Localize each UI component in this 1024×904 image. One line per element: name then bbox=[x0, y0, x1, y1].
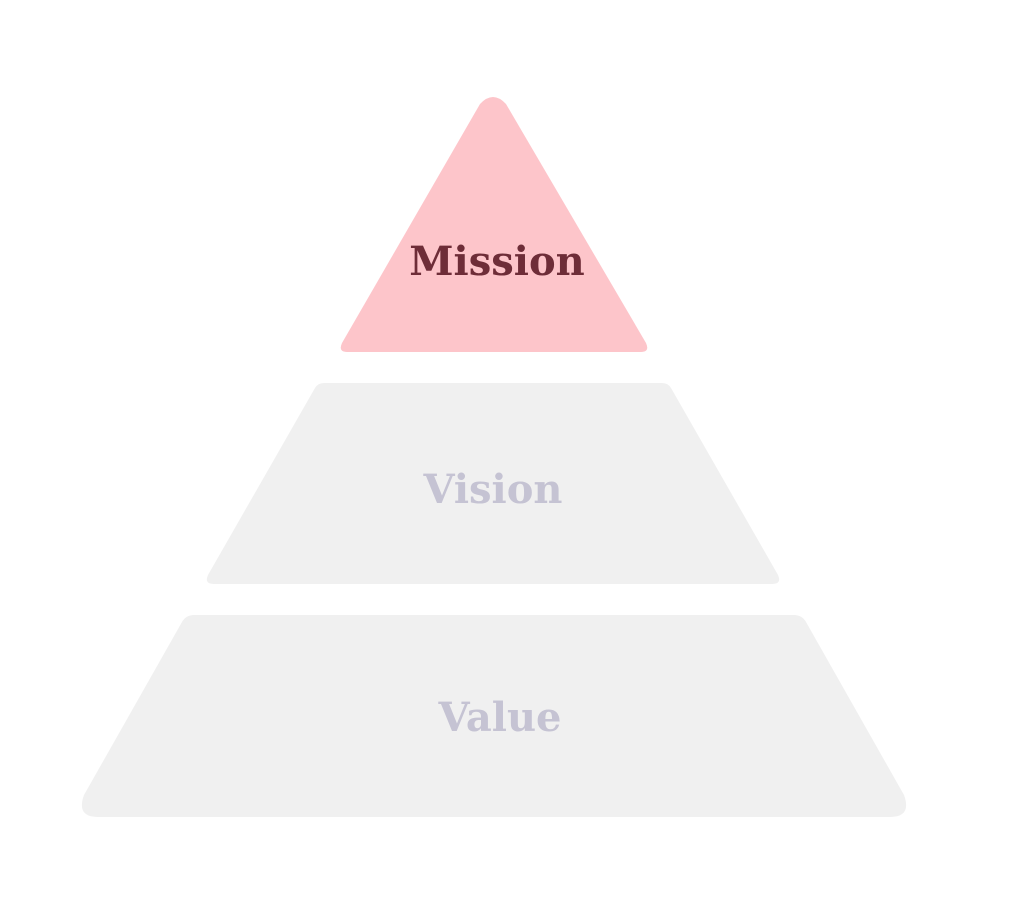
mission-shape[interactable] bbox=[340, 97, 648, 352]
value-shape[interactable] bbox=[81, 615, 907, 817]
mission-label: Mission bbox=[409, 238, 584, 285]
vision-label: Vision bbox=[422, 466, 562, 513]
value-label: Value bbox=[437, 694, 561, 741]
pyramid-level-vision[interactable]: Vision bbox=[206, 383, 780, 584]
vision-shape[interactable] bbox=[206, 383, 780, 584]
pyramid-level-value[interactable]: Value bbox=[81, 615, 907, 817]
pyramid-level-mission[interactable]: Mission bbox=[340, 97, 648, 352]
